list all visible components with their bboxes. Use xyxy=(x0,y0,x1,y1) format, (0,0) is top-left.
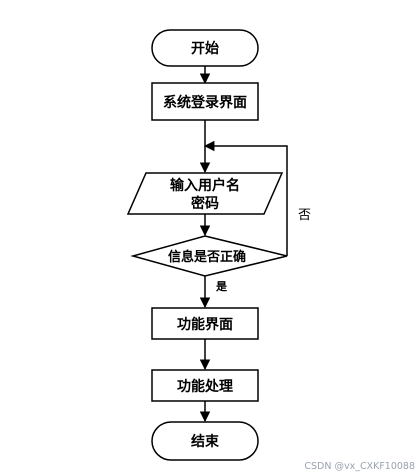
start-node: 开始 xyxy=(151,29,259,67)
yes-label: 是 xyxy=(215,280,228,293)
end-node: 结束 xyxy=(151,421,259,461)
arrow-no-loop xyxy=(203,140,288,256)
function-process-label: 功能处理 xyxy=(177,378,233,395)
start-label: 开始 xyxy=(191,40,219,57)
watermark-text: CSDN @vx_CXKF10088 xyxy=(304,461,415,472)
input-label-line1: 输入用户名 xyxy=(170,177,240,194)
function-process-node: 功能处理 xyxy=(151,369,259,402)
decision-label: 信息是否正确 xyxy=(168,249,246,265)
input-credentials-node: 输入用户名 密码 xyxy=(126,172,284,215)
input-label-line2: 密码 xyxy=(190,195,219,212)
login-screen-label: 系统登录界面 xyxy=(163,94,247,111)
no-label: 否 xyxy=(298,208,311,223)
decision-node: 信息是否正确 xyxy=(130,235,288,277)
end-label: 结束 xyxy=(191,433,220,450)
function-screen-label: 功能界面 xyxy=(177,316,233,333)
login-screen-node: 系统登录界面 xyxy=(151,82,259,121)
function-screen-node: 功能界面 xyxy=(151,307,259,340)
